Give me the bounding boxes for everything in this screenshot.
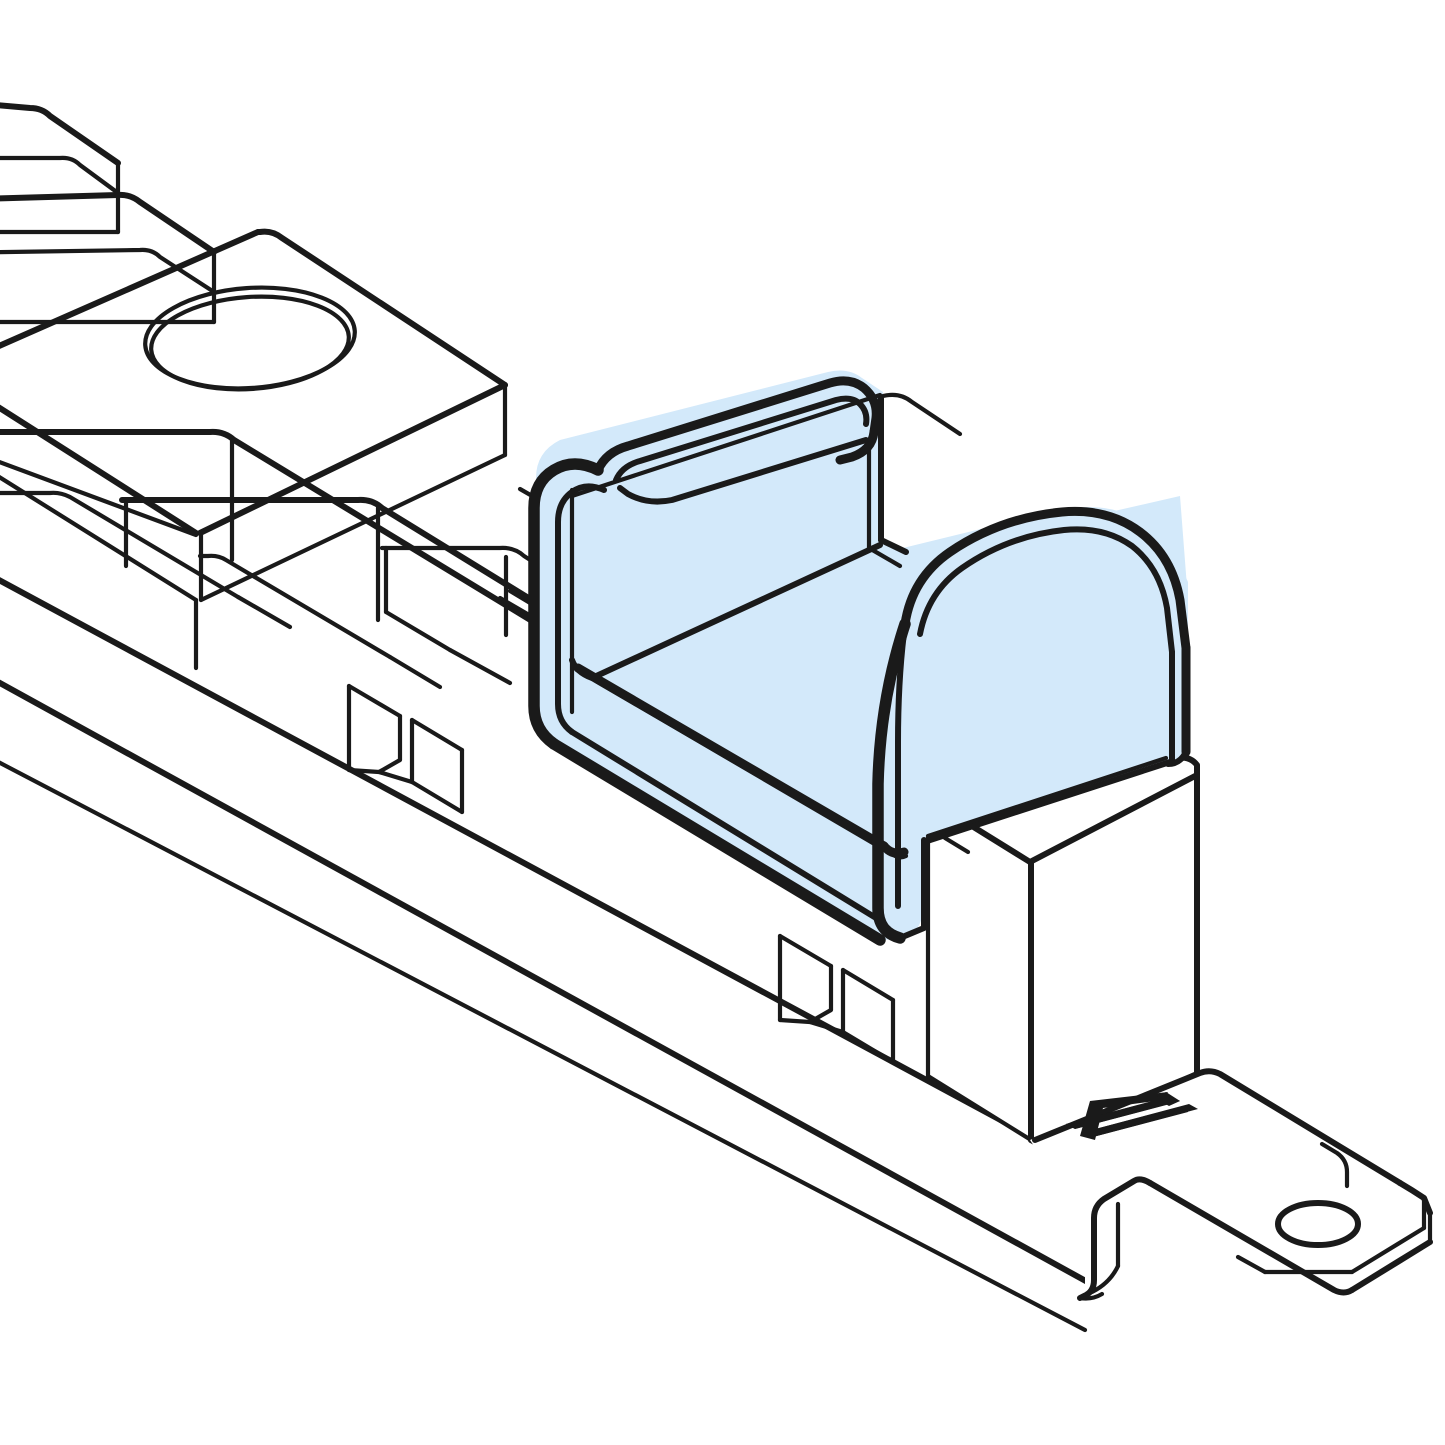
lug-thickness-edge2 — [1235, 1254, 1268, 1275]
lug-lower-right-edge — [1349, 1239, 1433, 1293]
block-lower-shelf — [0, 475, 199, 671]
clip-body-fill — [536, 370, 1188, 940]
lug-back-edge — [1032, 1068, 1403, 1186]
notch1-floor — [346, 767, 415, 785]
clip-bridge-top-inner — [866, 545, 903, 569]
ledge-step-b — [119, 496, 603, 690]
clip-right-wall-bottom-front — [897, 837, 927, 941]
slab-front-top-edge — [197, 382, 508, 536]
ledge-b-inner-edge — [197, 553, 393, 660]
slab-front-face — [0, 408, 200, 600]
step1-face-edge — [0, 155, 121, 196]
riser-top-corner-hint — [942, 835, 971, 855]
riser-bottom-left-edge — [925, 1073, 1034, 1143]
long-rail — [0, 555, 1215, 1333]
notch2-right-floor — [840, 1029, 896, 1065]
riser-top-right-edge — [1027, 772, 1200, 865]
slab-top-face — [0, 230, 505, 535]
rail-top-face — [0, 555, 1215, 1200]
clip-left-wall-inner-top — [569, 392, 883, 499]
notch1-right-floor — [409, 779, 465, 815]
ledge-a-inner-edge — [0, 490, 241, 600]
clip-backwall-top-right-cap — [880, 392, 963, 437]
rail-top-edge-line — [0, 577, 1126, 1189]
clip-left-wall — [528, 376, 909, 946]
ledge-b-top-edge — [119, 496, 603, 645]
lug-lower-left-edge — [1147, 1180, 1355, 1296]
slab-right-face — [200, 390, 505, 600]
clip-right-wall-left-outer — [872, 618, 911, 944]
rail-front-face — [0, 663, 1105, 1290]
screw-seat-recess — [143, 285, 357, 392]
ledge-c-top-edge — [379, 545, 643, 633]
lug-plate-fill — [1030, 1074, 1428, 1288]
notch2-right-top-edge — [840, 967, 896, 1003]
notch1-top-left-edge — [346, 683, 403, 719]
step-riser-1 — [0, 102, 121, 235]
notch2-floor — [777, 1017, 846, 1035]
clip-bridge-ledge — [866, 392, 963, 569]
terminal-n-marking — [1066, 1092, 1198, 1140]
clip-right-wall-fill — [900, 496, 1188, 840]
rail-notch-1 — [346, 683, 465, 815]
clip-dome-outer-arc — [900, 506, 1191, 653]
slab-bottom-left-hint — [0, 460, 199, 538]
ledge-c-detail — [507, 588, 533, 606]
ledge-c-floor2 — [447, 647, 513, 686]
clip-outer-bottom-edge-inner — [569, 729, 879, 921]
lug-fixing-hole — [1275, 1200, 1361, 1248]
notch1-inner-wall — [376, 713, 403, 775]
clip-right-wall-bottom-edge-inner — [925, 755, 1169, 839]
lug-neck-inner-fillet — [1089, 1263, 1121, 1295]
clip-lip-inner-groove — [613, 395, 870, 483]
step2-face-edge — [0, 247, 217, 295]
step1-top-edge — [0, 102, 121, 166]
ledge-c-floor — [383, 609, 453, 653]
clip-floor-diagonal-inner — [593, 677, 893, 855]
clip-lip-right-cap — [835, 427, 879, 465]
clip-lip-underside — [617, 437, 869, 505]
clip-right-wall-bottom-edge — [921, 759, 1173, 845]
terminal-lug — [1030, 1068, 1433, 1301]
n-marking-diagonal-cap — [1155, 1092, 1180, 1106]
step2-top-edge — [0, 191, 217, 255]
rail-front-chamfer-line — [0, 760, 1088, 1333]
clip-dome-inner-arc — [917, 526, 1175, 655]
clip-outer-bottom-edge — [548, 738, 886, 946]
lug-lower-right-inner — [1349, 1225, 1427, 1275]
stepped-busbar-block — [0, 102, 643, 690]
notch2-inner-wall — [807, 963, 834, 1025]
screw-seat-inner-ellipse — [149, 294, 351, 392]
notch2-top-left-edge — [777, 933, 834, 969]
rail-notch-2 — [777, 933, 896, 1065]
rail-lower-edge-line — [0, 679, 1096, 1288]
clip-bridge-top — [878, 537, 909, 555]
notch1-right-top-edge — [409, 717, 465, 753]
clip-right-wall — [872, 506, 1191, 944]
step-riser-2 — [0, 191, 217, 325]
ledge-b-floor — [387, 654, 443, 690]
slab-top-right-edge — [255, 228, 508, 388]
riser-block-fill — [930, 760, 1198, 1140]
lug-neck-bottom-cap — [1077, 1291, 1105, 1301]
ledge-a-floor — [235, 594, 293, 630]
n-marking-stroke-right-top — [1084, 1104, 1198, 1137]
clip-lip-outer-top — [593, 376, 881, 475]
n-marking-diagonal — [1080, 1092, 1168, 1140]
slab-top-left-edge — [0, 229, 261, 349]
slab-front-left-top-edge — [0, 404, 199, 536]
shelf-left-edge — [0, 475, 199, 603]
clip-left-inner-corner — [555, 483, 607, 735]
ledge-step-c — [379, 545, 643, 686]
insulating-clip — [528, 370, 1191, 946]
clip-left-outer-corner — [528, 458, 604, 750]
lug-back-notch — [1319, 1141, 1350, 1189]
